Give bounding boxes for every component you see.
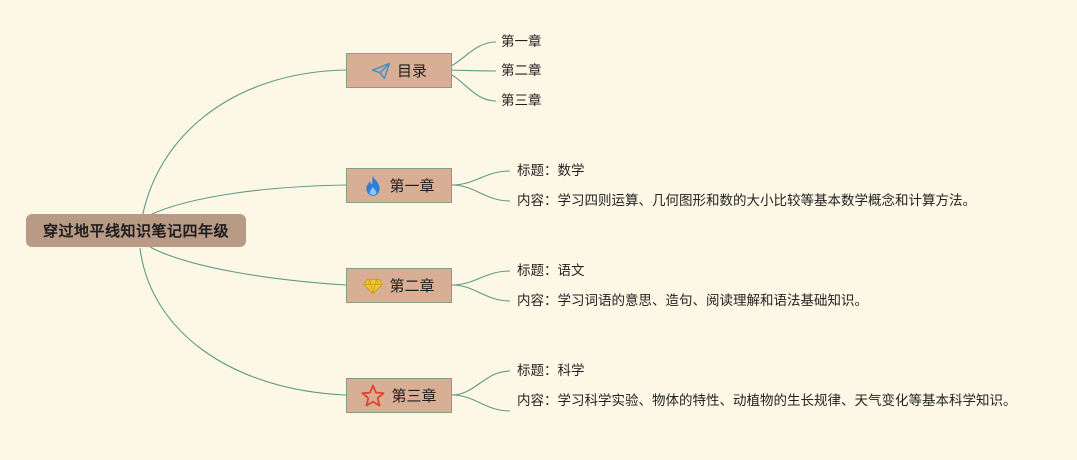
connector-ch3-2 — [451, 394, 511, 412]
leaf-chapter-3-content[interactable]: 内容：学习科学实验、物体的特性、动植物的生长规律、天气变化等基本科学知识。 — [517, 393, 1017, 409]
leaf-toc-chapter-2[interactable]: 第二章 — [501, 63, 542, 79]
leaf-chapter-3-title[interactable]: 标题：科学 — [517, 363, 585, 379]
leaf-chapter-1-title[interactable]: 标题：数学 — [517, 163, 585, 179]
leaf-chapter-2-title[interactable]: 标题：语文 — [517, 263, 585, 279]
leaf-toc-chapter-1[interactable]: 第一章 — [501, 34, 542, 50]
connector-root-ch2 — [149, 246, 347, 286]
topic-label: 第二章 — [389, 277, 435, 295]
topic-node-chapter-2[interactable]: 第二章 — [346, 268, 452, 303]
connector-root-ch3 — [139, 247, 347, 396]
topic-node-toc[interactable]: 目录 — [346, 53, 452, 88]
flame-icon — [363, 175, 383, 197]
leaf-toc-chapter-3[interactable]: 第三章 — [501, 93, 542, 109]
connector-ch2-1 — [451, 270, 511, 286]
connector-ch3-1 — [451, 370, 511, 396]
topic-label: 第三章 — [391, 387, 437, 405]
root-label: 穿过地平线知识笔记四年级 — [42, 222, 229, 240]
topic-node-chapter-1[interactable]: 第一章 — [346, 168, 452, 203]
topic-node-chapter-3[interactable]: 第三章 — [346, 378, 452, 413]
connector-ch2-2 — [451, 284, 511, 302]
topic-label: 目录 — [396, 62, 427, 80]
leaf-chapter-1-content[interactable]: 内容：学习四则运算、几何图形和数的大小比较等基本数学概念和计算方法。 — [517, 193, 976, 209]
connector-root-ch1 — [149, 184, 347, 216]
star-icon — [361, 384, 385, 408]
connector-ch1-2 — [451, 184, 511, 202]
paper-plane-icon — [371, 61, 391, 81]
leaf-chapter-2-content[interactable]: 内容：学习词语的意思、造句、阅读理解和语法基础知识。 — [517, 293, 868, 309]
diamond-icon — [363, 277, 384, 295]
connector-ch1-1 — [451, 170, 511, 186]
root-node[interactable]: 穿过地平线知识笔记四年级 — [26, 214, 246, 247]
topic-label: 第一章 — [389, 177, 435, 195]
connector-root-toc — [139, 69, 347, 233]
